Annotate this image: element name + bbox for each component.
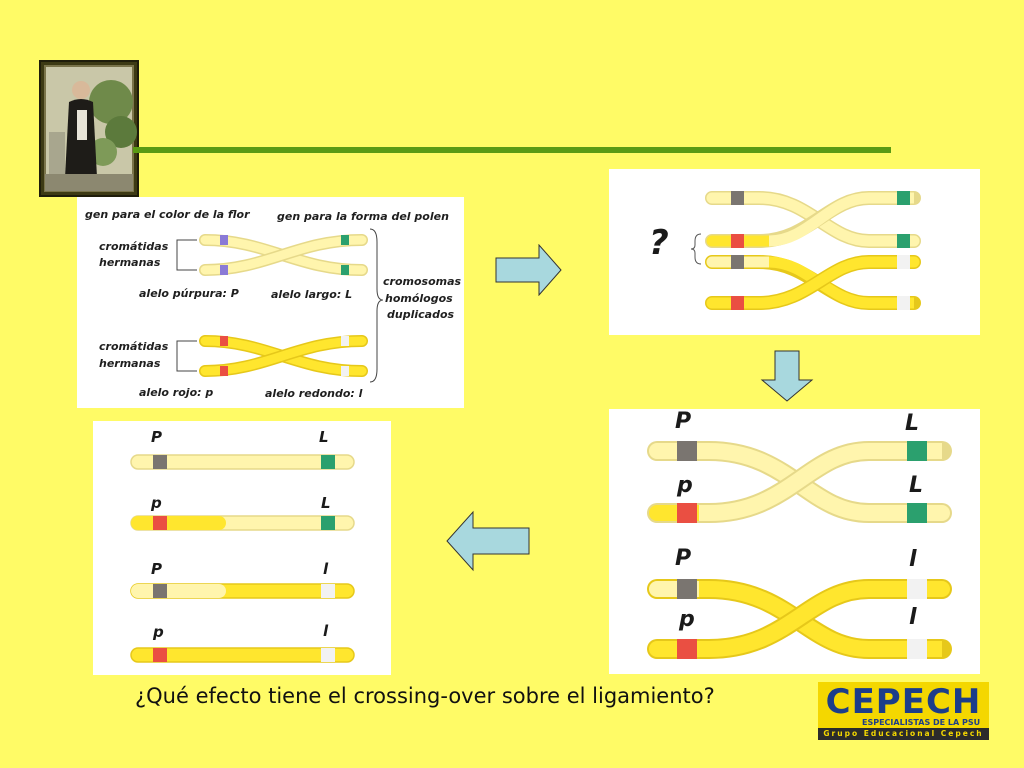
allele-label-c3-right: l [909, 547, 917, 572]
allele-label-c1-left: P [675, 409, 692, 434]
cepech-logo: CEPECH ESPECIALISTAS DE LA PSU Grupo Edu… [818, 682, 989, 740]
allele-label-r4-left: p [153, 623, 164, 641]
arrow-down-icon [760, 350, 814, 406]
allele-label-c2-left: p [677, 473, 693, 498]
allele-label-r3-right: l [323, 560, 329, 578]
label-allele-round: alelo redondo: l [265, 387, 363, 400]
slide-question: ¿Qué efecto tiene el crossing-over sobre… [135, 684, 715, 708]
diagram-crossing-over-labeled: P L p L P l p l [609, 409, 980, 674]
diagram-homologous-chromosomes: gen para el color de la flor gen para la… [77, 197, 464, 408]
question-mark: ? [649, 223, 669, 263]
allele-label-r3-left: P [151, 560, 162, 578]
allele-label-c3-left: P [675, 546, 692, 571]
label-homologs-a: cromosomas [383, 275, 462, 288]
arrow-right-icon [495, 243, 563, 300]
label-sister-chromatids-1a: cromátidas [99, 240, 169, 253]
label-sister-chromatids-1b: hermanas [99, 256, 161, 269]
header-rule [133, 147, 891, 153]
allele-label-r2-left: p [151, 494, 162, 512]
arrow-left-icon [445, 510, 531, 576]
diagram-crossing-over-question: ? [609, 169, 980, 335]
label-allele-long: alelo largo: L [271, 288, 353, 301]
portrait-image [39, 60, 139, 197]
allele-label-r1-right: L [319, 428, 329, 446]
label-sister-chromatids-2b: hermanas [99, 357, 161, 370]
logo-group-bar: Grupo Educacional Cepech [818, 728, 989, 740]
label-allele-purple: alelo púrpura: P [139, 287, 239, 300]
logo-tagline: ESPECIALISTAS DE LA PSU [862, 718, 981, 727]
allele-label-c4-left: p [679, 607, 695, 632]
allele-label-r4-right: l [323, 622, 329, 640]
label-homologs-b: homólogos [385, 292, 453, 305]
logo-wordmark: CEPECH [825, 682, 982, 722]
label-allele-red: alelo rojo: p [139, 386, 214, 399]
label-gene-color: gen para el color de la flor [85, 208, 250, 221]
label-gene-form: gen para la forma del polen [277, 210, 449, 223]
allele-label-c4-right: l [909, 605, 917, 630]
allele-label-r2-right: L [321, 494, 331, 512]
allele-label-c2-right: L [909, 473, 924, 498]
label-sister-chromatids-2a: cromátidas [99, 340, 169, 353]
label-homologs-c: duplicados [387, 308, 455, 321]
allele-label-c1-right: L [905, 411, 920, 436]
allele-label-r1-left: P [151, 428, 162, 446]
diagram-recombinant-chromosomes: P L p L P l p l [93, 421, 391, 675]
